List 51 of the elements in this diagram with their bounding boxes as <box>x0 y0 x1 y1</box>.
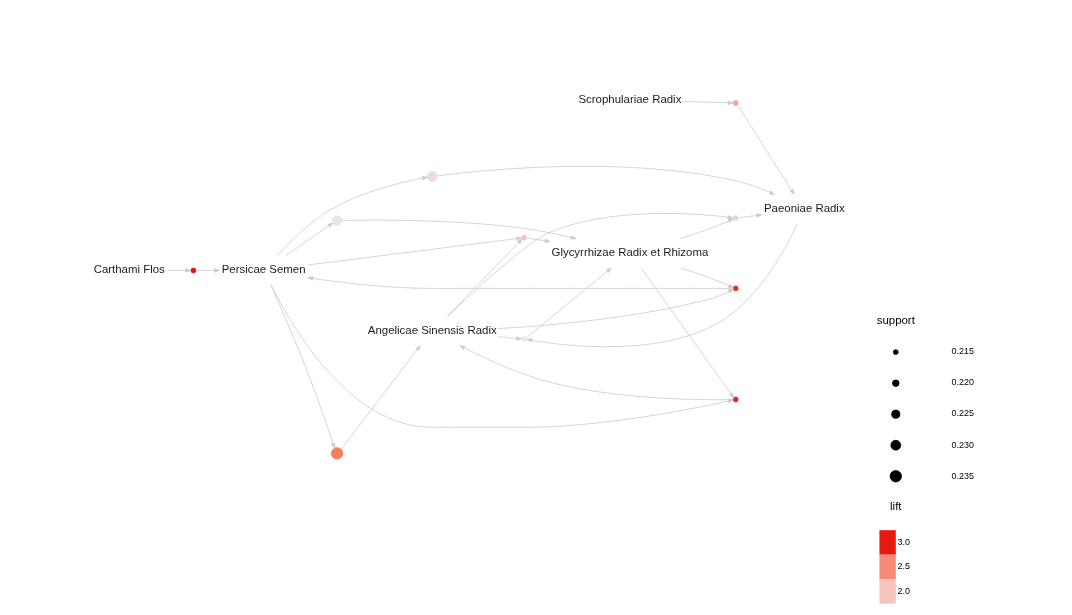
node-text: Persicae Semen <box>221 263 306 276</box>
arrow <box>459 345 734 401</box>
node-circle <box>732 285 739 292</box>
arrow <box>307 276 734 289</box>
legend-label: 0.215 <box>951 346 974 357</box>
arrow <box>640 267 735 399</box>
arrow <box>195 268 220 273</box>
node-circle <box>732 100 739 106</box>
arrow <box>285 222 334 256</box>
label: support <box>876 314 915 327</box>
arrow <box>447 213 734 317</box>
node-circle <box>331 447 344 460</box>
legend-label: 0.230 <box>951 439 974 450</box>
arrow <box>437 165 776 195</box>
arrow <box>737 104 795 195</box>
legend-label: 0.225 <box>951 408 974 419</box>
node-text: Paeoniae Radix <box>763 202 845 215</box>
arrow <box>682 100 734 105</box>
legend-label: 2.0 <box>897 585 910 596</box>
arrow <box>167 268 191 273</box>
node-circle <box>190 267 197 274</box>
node-text: Scrophulariae Radix <box>578 92 682 105</box>
legend-label: 0.235 <box>951 470 974 481</box>
node-circle <box>331 215 343 226</box>
node-circle <box>732 396 739 403</box>
arrow <box>526 267 612 339</box>
node-text: Carthami Flos <box>93 263 165 276</box>
arrow <box>526 223 798 348</box>
legend-label: 0.220 <box>951 377 974 388</box>
node-text: Angelicae Sinensis Radix <box>367 323 497 336</box>
node-circle <box>426 171 438 182</box>
arrow <box>340 345 421 450</box>
legend-label: 2.5 <box>897 561 910 572</box>
node-circle <box>732 215 739 222</box>
arrow <box>526 237 551 243</box>
arrow <box>680 267 734 289</box>
arrow <box>307 236 522 266</box>
arrow <box>270 284 734 428</box>
arrow <box>341 219 577 240</box>
arrow <box>680 218 734 239</box>
arrow <box>497 288 734 329</box>
legend-label: 3.0 <box>897 536 910 547</box>
arrow <box>497 336 522 341</box>
label: lift <box>890 500 902 513</box>
node-text: Glycyrrhizae Radix et Rhizoma <box>551 246 709 259</box>
arrow <box>446 238 523 317</box>
arrow <box>276 176 428 257</box>
node-circle <box>521 336 527 342</box>
arrow <box>737 213 763 219</box>
arrow <box>270 284 336 449</box>
node-circle <box>521 234 527 241</box>
